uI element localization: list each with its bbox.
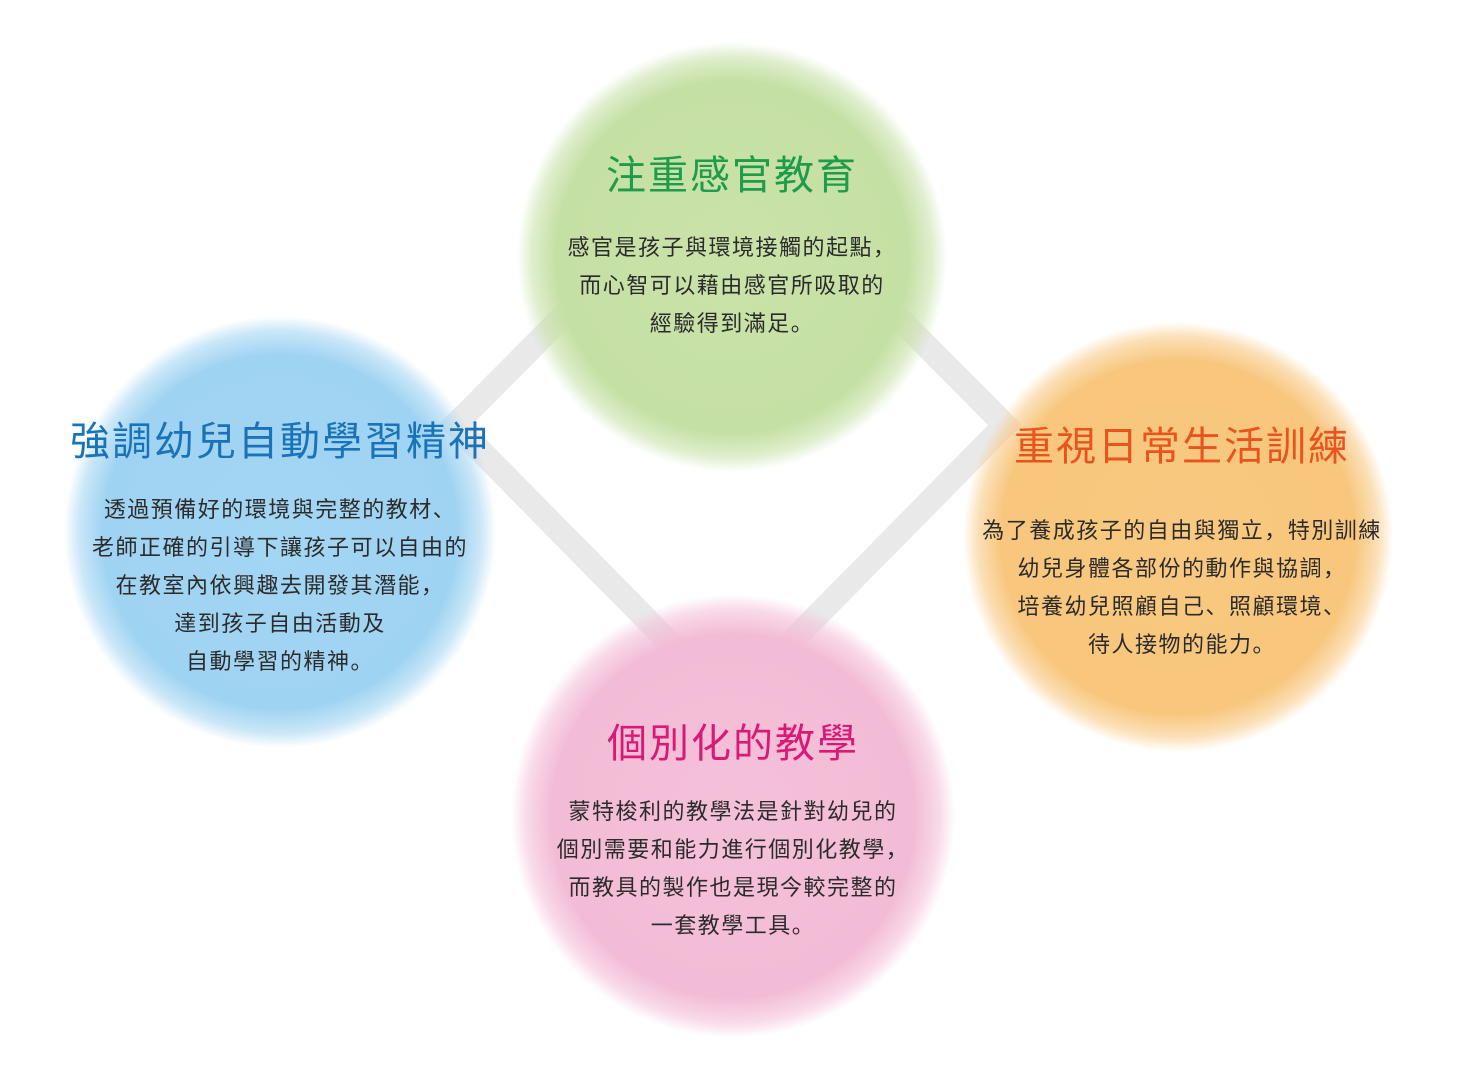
self-learning-description: 透過預備好的環境與完整的教材、 老師正確的引導下讓孩子可以自由的 在教室內依興趣…	[30, 492, 530, 682]
individual-teaching-line: 蒙特梭利的教學法是針對幼兒的	[568, 800, 898, 825]
daily-life-circle	[955, 322, 1401, 752]
sensory-line: 感官是孩子與環境接觸的起點，	[567, 236, 897, 261]
self-learning-circle	[58, 316, 502, 748]
individual-teaching-line: 而教具的製作也是現今較完整的	[568, 876, 898, 901]
self-learning-line: 自動學習的精神。	[185, 650, 374, 675]
daily-life-line: 培養幼兒照顧自己、照顧環境、	[1017, 595, 1347, 620]
sensory-line: 而心智可以藉由感官所吸取的	[579, 274, 885, 299]
daily-life-title: 重視日常生活訓練	[1014, 424, 1350, 470]
sensory-node: 注重感官教育 感官是孩子與環境接觸的起點， 而心智可以藉由感官所吸取的 經驗得到…	[512, 152, 952, 344]
daily-life-description: 為了養成孩子的自由與獨立，特別訓練 幼兒身體各部份的動作與協調， 培養幼兒照顧自…	[932, 513, 1432, 665]
self-learning-line: 達到孩子自由活動及	[174, 612, 386, 637]
self-learning-title: 強調幼兒自動學習精神	[70, 419, 490, 465]
daily-life-line: 為了養成孩子的自由與獨立，特別訓練	[982, 519, 1382, 544]
daily-life-line: 幼兒身體各部份的動作與協調，	[1017, 557, 1347, 582]
individual-teaching-node: 個別化的教學 蒙特梭利的教學法是針對幼兒的 個別需要和能力進行個別化教學， 而教…	[493, 720, 973, 946]
daily-life-node: 重視日常生活訓練 為了養成孩子的自由與獨立，特別訓練 幼兒身體各部份的動作與協調…	[932, 423, 1432, 665]
individual-teaching-description: 蒙特梭利的教學法是針對幼兒的 個別需要和能力進行個別化教學， 而教具的製作也是現…	[493, 794, 973, 946]
individual-teaching-line: 一套教學工具。	[650, 914, 816, 939]
self-learning-line: 透過預備好的環境與完整的教材、	[103, 498, 457, 523]
self-learning-node: 強調幼兒自動學習精神 透過預備好的環境與完整的教材、 老師正確的引導下讓孩子可以…	[30, 418, 530, 682]
sensory-title: 注重感官教育	[606, 153, 858, 199]
sensory-line: 經驗得到滿足。	[649, 312, 815, 337]
sensory-description: 感官是孩子與環境接觸的起點， 而心智可以藉由感官所吸取的 經驗得到滿足。	[512, 230, 952, 344]
self-learning-line: 老師正確的引導下讓孩子可以自由的	[91, 536, 468, 561]
daily-life-line: 待人接物的能力。	[1087, 633, 1276, 658]
individual-teaching-title: 個別化的教學	[607, 721, 859, 767]
individual-teaching-line: 個別需要和能力進行個別化教學，	[556, 838, 910, 863]
self-learning-line: 在教室內依興趣去開發其潛能，	[115, 574, 445, 599]
